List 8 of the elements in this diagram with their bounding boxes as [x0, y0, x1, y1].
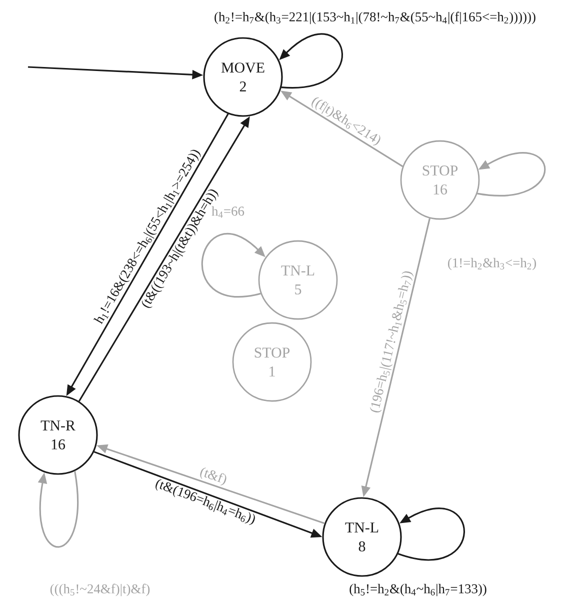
self-loop-arrow: [38, 470, 78, 548]
edge-label: (h$_{2}$!=h$_{7}$&(h$_{3}$=221|(153~h$_{1}$|(78!~h$_{7}$&(55~h$_{4}$|(f|165<=h$_{2}$)))))): [214, 12, 536, 24]
edge-label: (((h$_{5}$!~24&f)|t)&f): [50, 584, 150, 596]
self-loop-arrow: [398, 508, 465, 560]
edge-label: (h$_{5}$!=h$_{2}$&(h$_{4}$~h$_{6}$|h$_{7}$=133)): [350, 584, 486, 596]
edge-label: (196=h$_{5}$|(117!~h$_{1}$&h$_{5}$=h$_{7}$)): [370, 271, 414, 412]
self-loop-arrow: [477, 152, 546, 196]
edge-label: (1!=h$_{2}$&h$_{3}$<=h$_{2}$): [448, 258, 536, 270]
